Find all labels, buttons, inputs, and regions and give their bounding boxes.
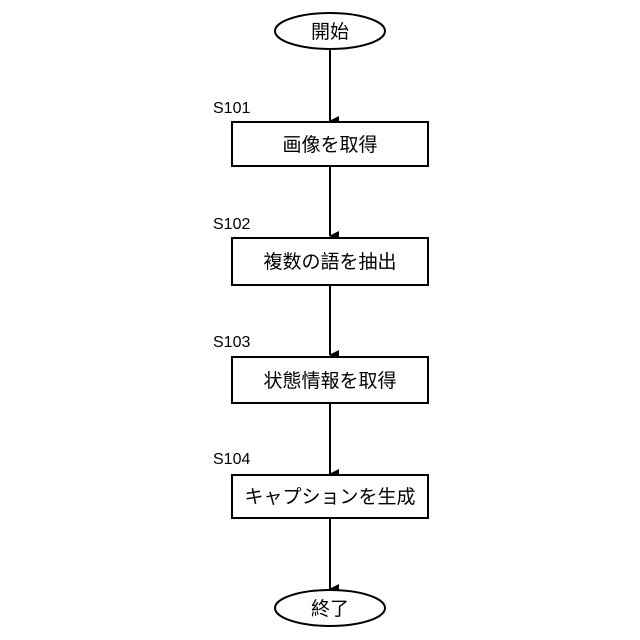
step-s104-id: S104 [213,451,250,468]
step-s103-label: 状態情報を取得 [263,370,396,392]
end-label: 終了 [311,598,349,620]
step-s101-label: 画像を取得 [282,134,377,156]
step-s104-label: キャプションを生成 [244,486,415,508]
start-label: 開始 [311,21,349,43]
start-terminator: 開始 [275,13,385,49]
step-s102: S102 複数の語を抽出 [213,216,428,285]
step-s101-id: S101 [213,100,250,117]
step-s102-id: S102 [213,216,250,233]
step-s103-id: S103 [213,334,250,351]
end-terminator: 終了 [275,590,385,626]
step-s102-label: 複数の語を抽出 [263,251,396,273]
step-s101: S101 画像を取得 [213,100,428,166]
step-s103: S103 状態情報を取得 [213,334,428,403]
step-s104: S104 キャプションを生成 [213,451,428,518]
